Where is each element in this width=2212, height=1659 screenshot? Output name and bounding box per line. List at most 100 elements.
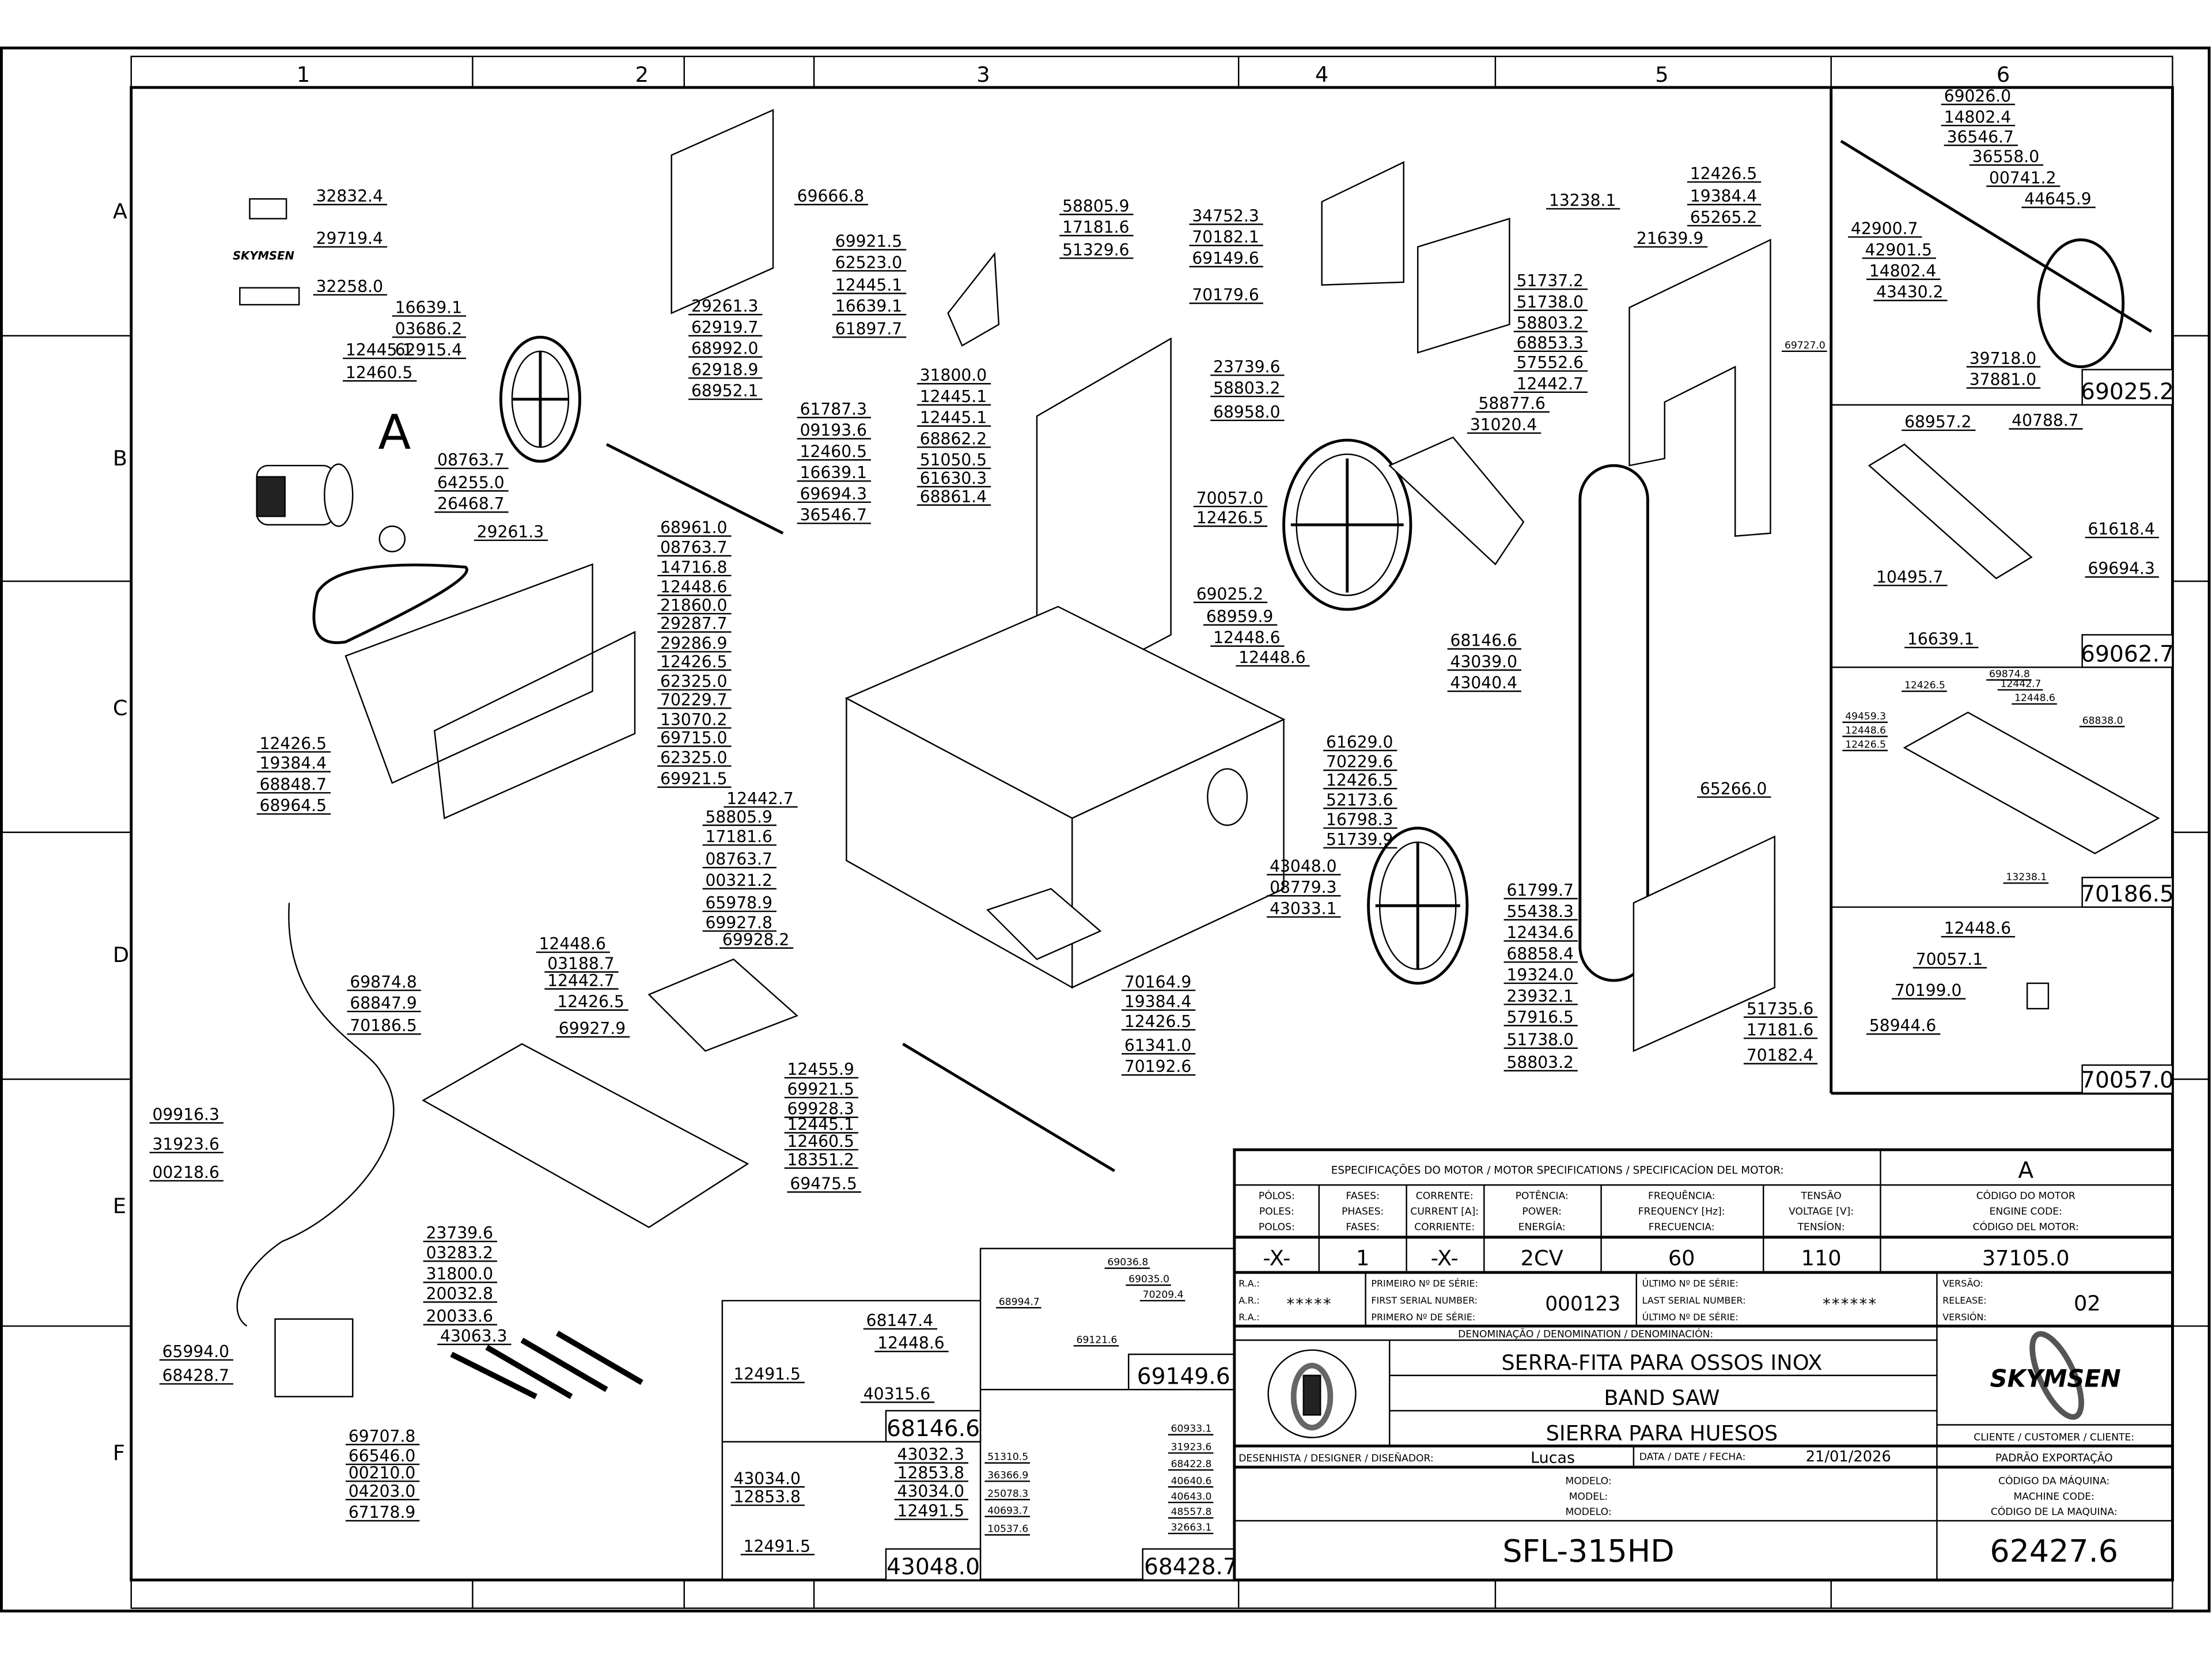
upper-wheel-icon	[1282, 438, 1412, 611]
part-number-label: 65978.9	[705, 893, 772, 912]
model-label-es: MODELO:	[1565, 1506, 1611, 1518]
spec-header-label: POLOS:	[1259, 1222, 1295, 1233]
lower-wheel-icon	[1367, 827, 1469, 985]
part-number-label: 43034.0	[733, 1469, 800, 1488]
part-number-label: 70199.0	[1895, 981, 1961, 1000]
assembly-box	[2081, 1064, 2173, 1094]
part-number-label: 68952.1	[691, 381, 758, 400]
part-number-label: 69715.0	[660, 729, 727, 748]
grid-row-label: B	[113, 446, 127, 471]
blade-guard-icon	[1388, 436, 1525, 566]
part-number-label: 70164.9	[1124, 972, 1191, 991]
part-number-label: 12445.1	[787, 1115, 854, 1134]
part-number-label: 70209.4	[1143, 1289, 1184, 1301]
part-number-label: 70057.1	[1916, 950, 1983, 969]
part-number-label: 00210.0	[349, 1464, 415, 1483]
part-number-label: 16798.3	[1326, 810, 1393, 830]
part-number-label: 12426.5	[1124, 1012, 1191, 1031]
part-labels: 32832.429719.432258.016639.103686.262915…	[149, 86, 2159, 1556]
spec-header-label: PHASES:	[1342, 1206, 1384, 1218]
part-number-label: 12448.6	[877, 1334, 944, 1353]
grid-row-label: E	[113, 1194, 126, 1218]
tray-icon	[986, 888, 1102, 960]
part-number-label: 31800.0	[920, 366, 987, 385]
part-number-label: 12426.5	[557, 993, 624, 1012]
gear-motor-icon	[1417, 217, 1510, 354]
part-number-label: 58805.9	[705, 808, 772, 827]
part-number-label: 00321.2	[705, 871, 772, 890]
plate-sticker-icon	[239, 287, 300, 306]
part-number-label: 65265.2	[1690, 208, 1757, 227]
part-number-label: 68964.5	[260, 796, 327, 815]
panel-gasket-icon	[433, 631, 636, 820]
spec-header-label: ENGINE CODE:	[1990, 1206, 2062, 1218]
part-number-label: 58944.6	[1869, 1016, 1936, 1035]
machine-code-label-pt: CÓDIGO DA MÁQUINA:	[1998, 1474, 2109, 1487]
part-number-label: 09193.6	[800, 421, 867, 440]
part-number-label: 12491.5	[744, 1537, 810, 1556]
first-serial-number: 000123	[1545, 1293, 1620, 1316]
part-number-label: 25078.3	[987, 1488, 1028, 1499]
ar-label: A.R.:	[1238, 1295, 1260, 1306]
part-number-label: 32832.4	[316, 187, 383, 206]
part-number-label: 61629.0	[1326, 733, 1393, 752]
grid-row-label: F	[113, 1441, 125, 1465]
spec-header-label: FASES:	[1346, 1222, 1380, 1233]
assembly-code: 70186.5	[2081, 881, 2174, 907]
spec-header-label: CURRENT [A]:	[1410, 1206, 1479, 1218]
revision-letter: A	[2018, 1158, 2033, 1184]
part-number-label: 16639.1	[395, 298, 462, 317]
part-number-label: 67178.9	[349, 1503, 415, 1522]
assembly-box	[885, 1548, 982, 1581]
product-name-es: SIERRA PARA HUESOS	[1546, 1421, 1778, 1445]
part-number-label: 58803.2	[1517, 314, 1584, 333]
part-number-label: 70192.6	[1124, 1057, 1191, 1076]
grid-column-label: 6	[1997, 62, 2010, 87]
part-number-label: 12491.5	[733, 1365, 800, 1384]
part-number-label: 48557.8	[1171, 1506, 1212, 1518]
part-number-label: 12460.5	[787, 1132, 854, 1151]
assembly-code: 69025.2	[2081, 379, 2174, 405]
power-cable-icon	[236, 903, 395, 1327]
inset-wheel-icon	[2037, 238, 2125, 369]
last-serial-label-en: LAST SERIAL NUMBER:	[1642, 1295, 1746, 1306]
last-serial-label-es: ÚLTIMO Nº DE SÉRIE:	[1642, 1312, 1738, 1323]
part-number-label: 32663.1	[1171, 1522, 1212, 1533]
version-label-es: VERSIÓN:	[1942, 1312, 1987, 1323]
part-number-label: 12448.6	[1238, 648, 1305, 667]
part-number-label: 62918.9	[691, 360, 758, 379]
part-number-label: 12448.6	[2014, 692, 2055, 704]
grid-row-label: A	[113, 199, 127, 224]
component-drawings: SKYMSEN A	[233, 109, 2160, 1399]
part-number-label: 70179.6	[1192, 286, 1259, 305]
part-number-label: 68861.4	[920, 487, 987, 506]
part-number-label: 51050.5	[920, 450, 987, 469]
part-number-label: 61630.3	[920, 469, 987, 488]
part-number-label: 12491.5	[897, 1502, 964, 1521]
machine-code: 62427.6	[1990, 1533, 2118, 1569]
part-number-label: 36546.7	[1947, 127, 2014, 146]
part-number-label: 42900.7	[1851, 219, 1918, 238]
grid-column-label: 4	[1315, 62, 1328, 87]
part-number-label: 68994.7	[999, 1296, 1040, 1308]
part-number-label: 43032.3	[897, 1445, 964, 1464]
part-number-label: 37881.0	[1969, 370, 2036, 389]
version-label-pt: VERSÃO:	[1942, 1278, 1983, 1289]
disk-icon	[1207, 768, 1248, 826]
part-number-label: 12455.9	[787, 1060, 854, 1079]
assembly-code: 68428.7	[1144, 1554, 1237, 1580]
part-number-label: 55438.3	[1507, 902, 1574, 921]
part-number-label: 69921.5	[660, 770, 727, 789]
part-number-label: 13070.2	[660, 710, 727, 729]
part-number-label: 29261.3	[477, 522, 544, 541]
assembly-code-boxes: 69025.269062.770186.570057.069149.668146…	[885, 369, 2174, 1581]
panel-cover-icon	[671, 109, 774, 315]
part-number-label: 43040.4	[1450, 673, 1517, 692]
part-number-label: 14802.4	[1869, 262, 1936, 281]
inset-table-icon	[1903, 711, 2160, 855]
callout-letter: A	[378, 404, 411, 460]
part-number-label: 12448.6	[1213, 628, 1280, 647]
machine-code-label-en: MACHINE CODE:	[2014, 1491, 2094, 1502]
